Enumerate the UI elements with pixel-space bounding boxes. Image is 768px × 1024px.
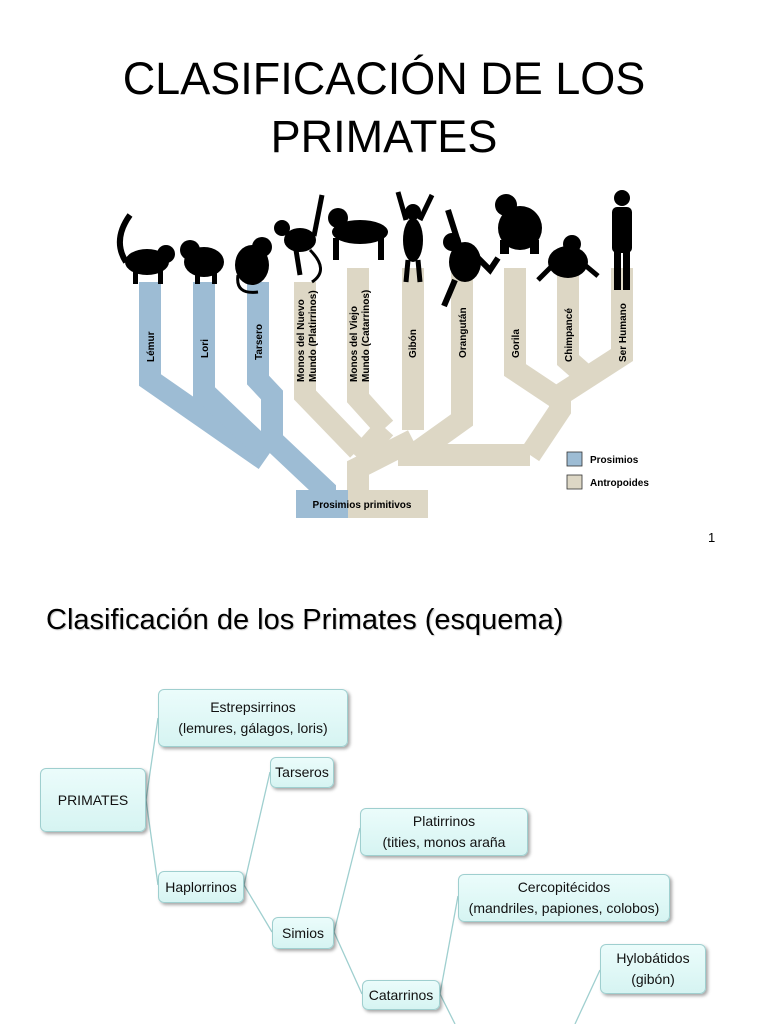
human-icon — [612, 190, 632, 290]
node-platirrinos-examples: (tities, monos araña — [382, 834, 506, 850]
node-cercopitecidos: Cercopitécidos (mandriles, papiones, col… — [458, 874, 670, 922]
node-simios: Simios — [272, 917, 334, 949]
root-label: Prosimios primitivos — [313, 500, 412, 511]
legend-label-prosimios: Prosimios — [590, 455, 639, 466]
branch-label-new-world-2: Mundo (Platirrinos) — [308, 290, 319, 382]
branch-label-chimpance: Chimpancé — [564, 308, 575, 362]
branch-label-new-world-1: Monos del Nuevo — [296, 299, 307, 382]
anthropoid-branches — [294, 268, 633, 505]
tarsier-icon — [235, 237, 272, 294]
section-title: Clasificación de los Primates (esquema) — [46, 604, 564, 636]
branch-label-gorila: Gorila — [511, 329, 522, 358]
gibbon-icon — [395, 191, 435, 283]
branch-label-gibon: Gibón — [408, 329, 419, 358]
node-simios-label: Simios — [281, 924, 324, 941]
node-hylobatidos-label: Hylobátidos — [616, 950, 690, 966]
legend-swatch-prosimios — [566, 451, 583, 467]
branch-label-orangutan: Orangután — [458, 307, 469, 358]
lemur-icon — [117, 213, 175, 284]
legend: Prosimios Antropoides — [566, 451, 649, 490]
node-primates: PRIMATES — [40, 768, 146, 832]
node-cercopitecidos-label: Cercopitécidos — [517, 879, 611, 895]
primate-silhouettes — [117, 190, 632, 308]
branch-label-lori: Lori — [200, 339, 211, 358]
node-cercopitecidos-examples: (mandriles, papiones, colobos) — [468, 900, 660, 916]
node-primates-label: PRIMATES — [57, 791, 129, 808]
legend-label-antropoides: Antropoides — [590, 478, 649, 489]
node-catarrinos-label: Catarrinos — [368, 986, 434, 1003]
page-title: CLASIFICACIÓN DE LOS PRIMATES — [0, 50, 768, 166]
page-number: 1 — [708, 530, 716, 545]
node-catarrinos: Catarrinos — [362, 980, 440, 1010]
branch-label-old-world-1: Monos del Viejo — [349, 306, 360, 382]
node-estrepsirrinos: Estrepsirrinos (lemures, gálagos, loris) — [158, 689, 348, 747]
title-line-1: CLASIFICACIÓN DE LOS — [122, 53, 646, 104]
branch-label-tarsero: Tarsero — [254, 324, 265, 360]
loris-icon — [180, 240, 224, 284]
orangutan-icon — [441, 209, 501, 308]
branch-label-old-world-2: Mundo (Catarrinos) — [361, 290, 372, 382]
branch-label-ser-humano: Ser Humano — [618, 303, 629, 362]
chimpanzee-icon — [536, 235, 600, 282]
node-hylobatidos: Hylobátidos (gibón) — [600, 944, 706, 994]
root-node: Prosimios primitivos — [296, 490, 428, 518]
branch-label-lemur: Lémur — [146, 331, 157, 362]
node-platirrinos-label: Platirrinos — [412, 813, 476, 829]
node-estrepsirrinos-examples: (lemures, gálagos, loris) — [178, 720, 328, 736]
title-line-2: PRIMATES — [270, 111, 498, 162]
gorilla-icon — [495, 194, 542, 254]
phylogenetic-tree: Lémur Lori Tarsero Monos del Nuevo Mundo… — [117, 190, 649, 518]
node-hylobatidos-examples: (gibón) — [631, 971, 675, 987]
node-estrepsirrinos-label: Estrepsirrinos — [210, 699, 296, 715]
node-platirrinos: Platirrinos (tities, monos araña — [360, 808, 528, 856]
node-tarseros: Tarseros — [270, 757, 334, 788]
node-haplorrinos: Haplorrinos — [158, 871, 244, 903]
node-tarseros-label: Tarseros — [275, 764, 329, 780]
new-world-monkey-icon — [274, 194, 325, 284]
node-haplorrinos-label: Haplorrinos — [165, 878, 237, 895]
legend-swatch-antropoides — [566, 474, 583, 490]
old-world-monkey-icon — [328, 208, 388, 260]
